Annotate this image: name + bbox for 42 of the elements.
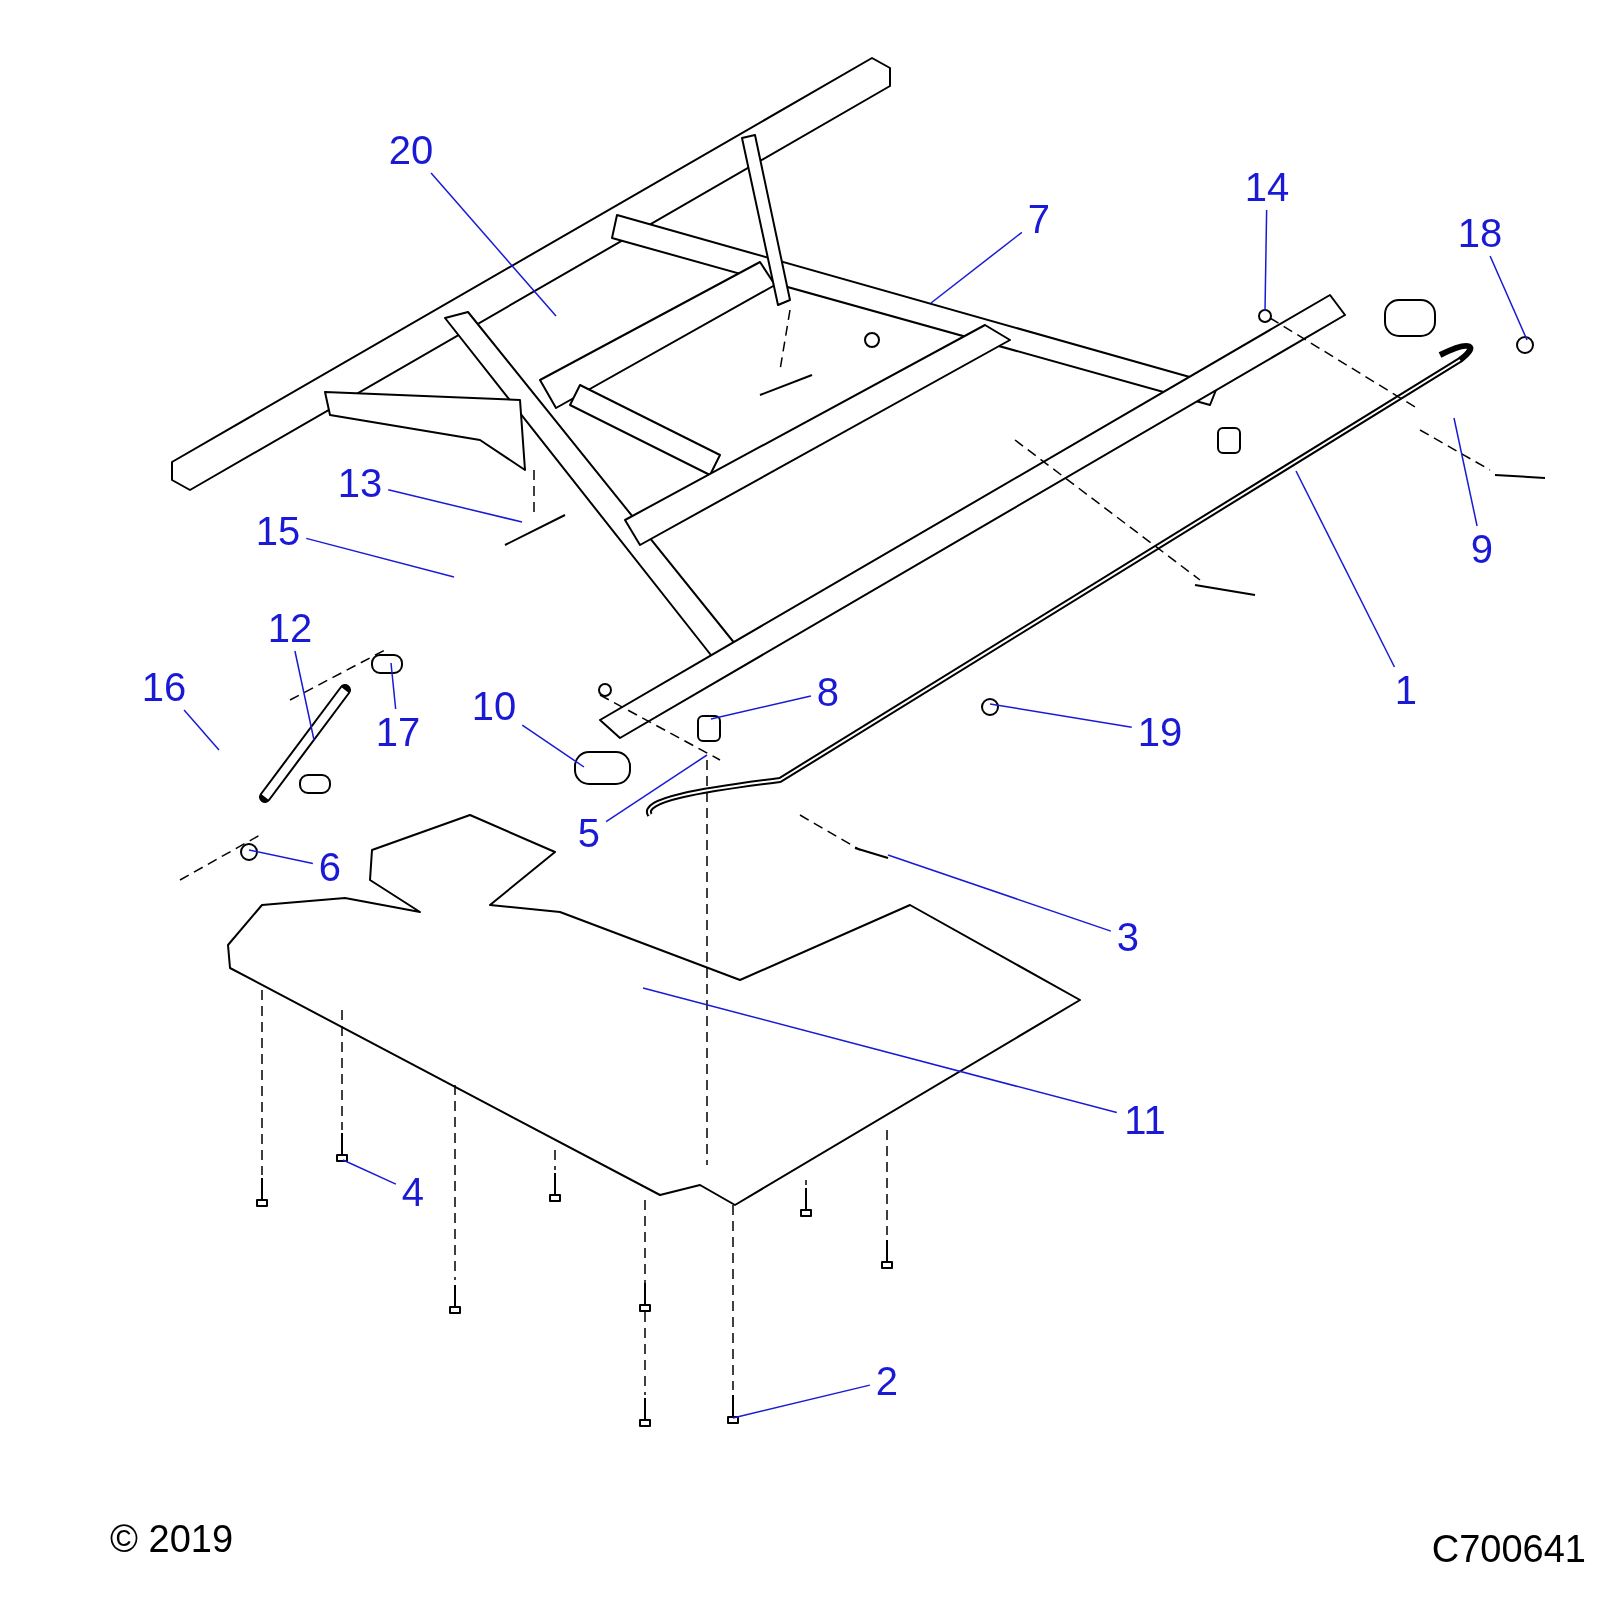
callout-number: 10	[471, 686, 517, 726]
leader-line	[248, 849, 314, 865]
callout-number: 2	[875, 1361, 899, 1401]
leader-line	[1489, 255, 1528, 341]
leader-line	[183, 709, 220, 751]
leader-line	[642, 987, 1118, 1114]
callout-number: 15	[255, 511, 301, 551]
callout-number: 4	[401, 1172, 425, 1212]
callout-number: 14	[1244, 167, 1290, 207]
callout-number: 19	[1137, 712, 1183, 752]
callout-number: 13	[337, 463, 383, 503]
callout-number: 16	[141, 667, 187, 707]
leader-line	[430, 172, 557, 317]
callout-number: 17	[375, 712, 421, 752]
leader-line	[710, 695, 812, 720]
callout-number: 18	[1457, 213, 1503, 253]
callout-number: 3	[1116, 917, 1140, 957]
callout-number: 6	[318, 847, 342, 887]
leader-line	[294, 650, 315, 741]
copyright-note: © 2019	[110, 1520, 234, 1558]
leader-line	[930, 231, 1023, 304]
callout-number: 7	[1027, 199, 1051, 239]
callout-number: 12	[267, 608, 313, 648]
leader-line	[387, 489, 523, 523]
leader-line	[732, 1384, 871, 1419]
leader-line	[887, 854, 1112, 932]
leader-line	[305, 537, 455, 578]
callout-number: 5	[577, 813, 601, 853]
callout-number: 9	[1470, 529, 1494, 569]
leader-line	[605, 754, 708, 823]
drawing-number: C700641	[1431, 1530, 1586, 1568]
callout-number: 1	[1394, 670, 1418, 710]
leader-line	[989, 703, 1133, 729]
leader-line	[1453, 417, 1478, 527]
callout-number: 20	[388, 130, 434, 170]
leader-line	[390, 662, 397, 710]
leader-line	[1295, 470, 1396, 668]
leader-line	[521, 724, 585, 768]
callout-number: 8	[816, 672, 840, 712]
leader-line	[342, 1159, 397, 1185]
leader-line	[1264, 209, 1268, 312]
callout-number: 11	[1124, 1100, 1166, 1140]
